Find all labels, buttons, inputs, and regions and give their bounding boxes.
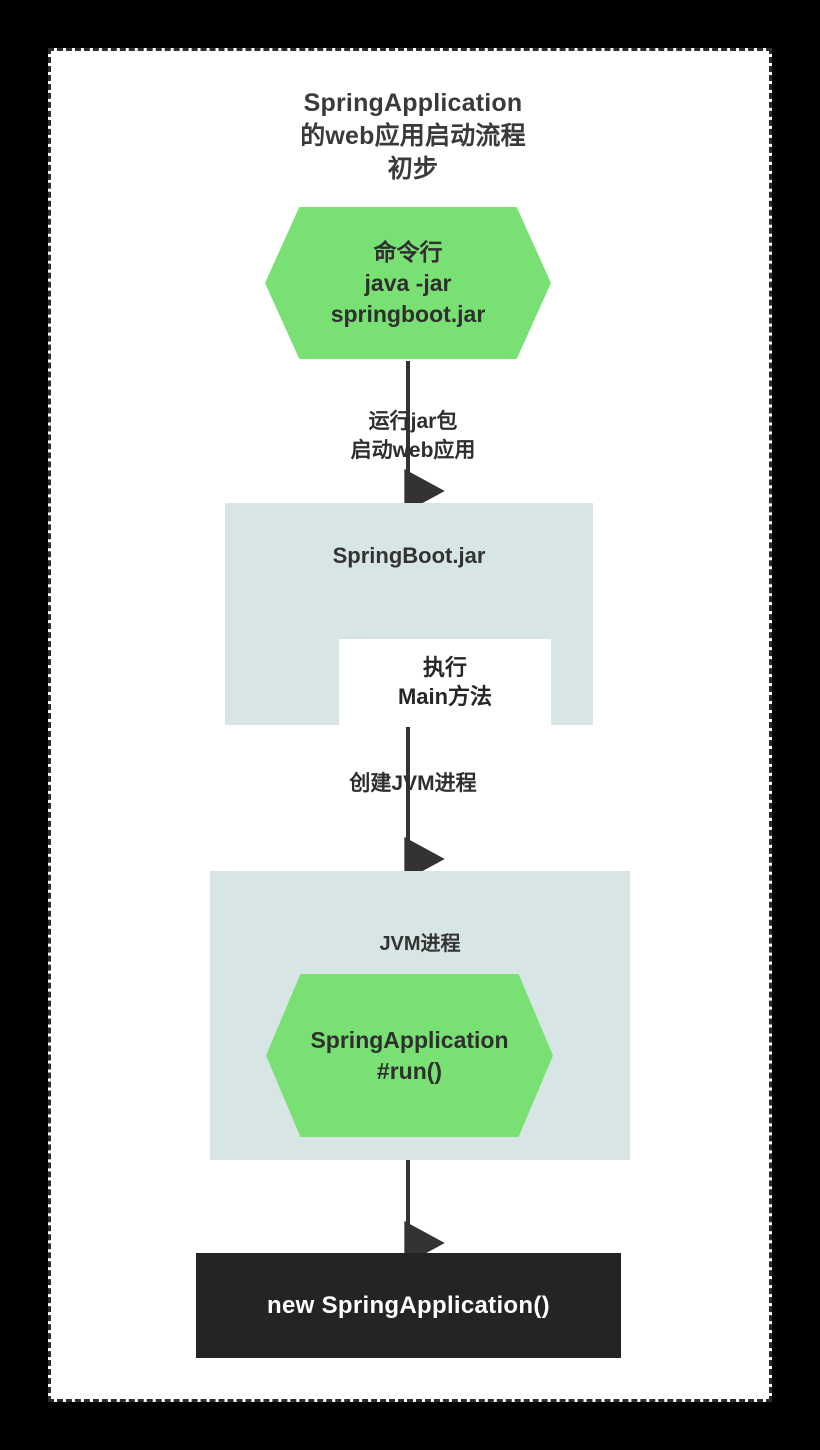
node-springapplication-run[interactable]: SpringApplication #run(): [266, 974, 553, 1137]
diagram-title-line3: 初步: [387, 155, 439, 183]
diagram-title-line2: 的web应用启动流程: [300, 122, 526, 150]
edge-label-run-jar-line1: 运行jar包: [368, 410, 458, 433]
diagram-panel: SpringApplication 的web应用启动流程 初步 命令行 java…: [48, 48, 772, 1402]
diagram-title: SpringApplication 的web应用启动流程 初步: [51, 87, 775, 186]
edge-label-create-jvm: 创建JVM进程: [349, 772, 477, 795]
node-jvm-process-label: JVM进程: [379, 933, 461, 955]
node-springboot-jar[interactable]: SpringBoot.jar 执行 Main方法: [225, 503, 593, 725]
edge-label-run-jar-line2: 启动web应用: [350, 439, 476, 462]
node-springapplication-run-line2: #run(): [376, 1057, 443, 1084]
node-execute-main-line1: 执行: [422, 655, 467, 680]
node-command-line[interactable]: 命令行 java -jar springboot.jar: [265, 207, 551, 359]
node-springapplication-run-line1: SpringApplication: [310, 1026, 509, 1053]
node-springboot-jar-label: SpringBoot.jar: [332, 543, 486, 568]
node-command-line-text3: springboot.jar: [330, 300, 486, 327]
node-execute-main-line2: Main方法: [397, 684, 493, 709]
diagram-title-line1: SpringApplication: [303, 89, 523, 117]
node-command-line-text1: 命令行: [373, 238, 443, 265]
edge-label-run-jar: 运行jar包 启动web应用: [313, 407, 513, 465]
node-command-line-text2: java -jar: [364, 269, 452, 296]
node-new-springapplication[interactable]: new SpringApplication(): [196, 1253, 621, 1358]
node-execute-main[interactable]: 执行 Main方法: [339, 639, 551, 725]
